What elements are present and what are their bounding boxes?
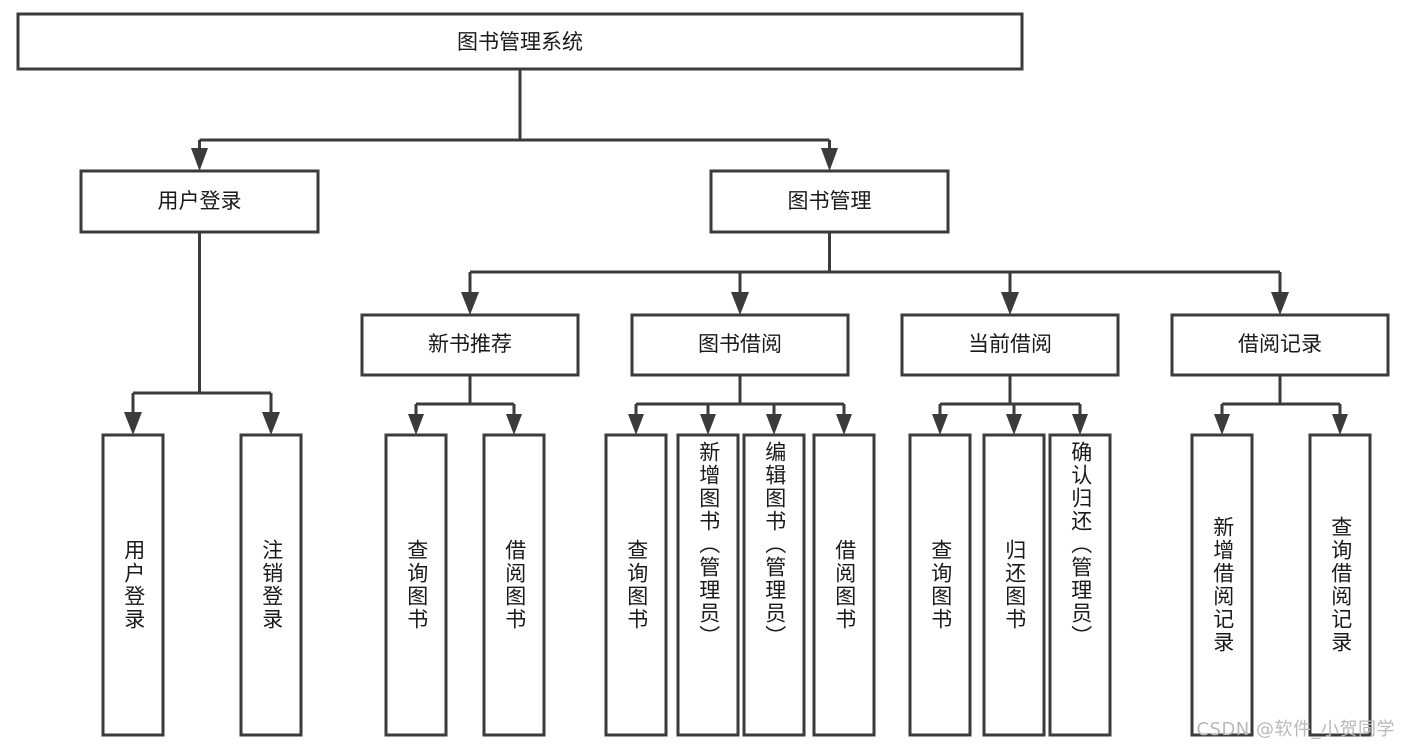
node-book-manage-rect[interactable] <box>709 169 950 234</box>
arrowhead-user-login <box>191 148 208 171</box>
node-book-manage[interactable]: 图书管理 <box>709 169 950 234</box>
arrowhead-leaf-add-book-admin <box>700 414 716 435</box>
leaf-edit-book-admin-rect[interactable] <box>742 433 806 737</box>
node-borrow-record-label: 借阅记录 <box>1238 332 1322 356</box>
arrowhead-new-book-recommend <box>461 292 479 315</box>
leaf-borrow-book-2-rect[interactable] <box>812 433 876 737</box>
connector-group-current-borrow <box>932 375 1088 435</box>
node-root-label: 图书管理系统 <box>457 30 583 54</box>
node-new-book-recommend-rect[interactable] <box>360 313 580 377</box>
arrowhead-leaf-query-book-3 <box>932 414 948 435</box>
leaf-add-borrow-record-rect[interactable] <box>1190 433 1254 737</box>
leaf-borrow-book-1-rect[interactable] <box>482 433 546 737</box>
leaf-add-book-admin-rect[interactable] <box>676 433 740 737</box>
node-user-login-label: 用户登录 <box>158 189 242 213</box>
arrowhead-leaf-query-borrow-record <box>1332 414 1348 435</box>
leaf-return-book-rect[interactable] <box>982 433 1046 737</box>
connector-group-root <box>191 69 838 171</box>
arrowhead-leaf-user-login <box>124 412 142 435</box>
arrowhead-leaf-logout-login <box>262 412 280 435</box>
node-book-borrow-rect[interactable] <box>630 313 850 377</box>
node-borrow-record-rect[interactable] <box>1170 313 1390 377</box>
node-book-manage-label: 图书管理 <box>788 189 872 213</box>
arrowhead-book-borrow <box>731 292 749 315</box>
leaf-logout-login-rect[interactable] <box>239 433 303 737</box>
node-user-login[interactable]: 用户登录 <box>79 169 320 234</box>
connector-group-book-manage <box>461 232 1289 315</box>
arrowhead-book-manage <box>821 148 838 171</box>
leaf-query-borrow-record-rect[interactable] <box>1308 433 1372 737</box>
arrowhead-leaf-edit-book-admin <box>766 414 782 435</box>
arrowhead-leaf-borrow-book-1 <box>506 414 522 435</box>
node-user-login-rect[interactable] <box>79 169 320 234</box>
node-current-borrow[interactable]: 当前借阅 <box>900 313 1120 377</box>
arrowhead-leaf-query-book-1 <box>408 414 424 435</box>
node-current-borrow-label: 当前借阅 <box>968 332 1052 356</box>
node-current-borrow-rect[interactable] <box>900 313 1120 377</box>
node-new-book-recommend-label: 新书推荐 <box>428 332 512 356</box>
node-root[interactable]: 图书管理系统 <box>16 12 1024 71</box>
arrowhead-leaf-confirm-return-admin <box>1072 414 1088 435</box>
arrowhead-leaf-borrow-book-2 <box>836 414 852 435</box>
leaf-query-book-1-rect[interactable] <box>384 433 448 737</box>
leaf-user-login-rect[interactable] <box>101 433 165 737</box>
arrowhead-leaf-return-book <box>1006 414 1022 435</box>
node-new-book-recommend[interactable]: 新书推荐 <box>360 313 580 377</box>
arrowhead-leaf-add-borrow-record <box>1214 414 1230 435</box>
connector-group-new-book-recommend <box>408 375 522 435</box>
arrowhead-borrow-record <box>1271 292 1289 315</box>
node-borrow-record[interactable]: 借阅记录 <box>1170 313 1390 377</box>
leaf-box-group <box>101 433 1372 737</box>
leaf-query-book-3-rect[interactable] <box>908 433 972 737</box>
node-book-borrow[interactable]: 图书借阅 <box>630 313 850 377</box>
leaf-confirm-return-admin-rect[interactable] <box>1048 433 1112 737</box>
csdn-watermark: CSDN @软件_小贺同学 <box>1196 719 1395 740</box>
arrowhead-current-borrow <box>1001 292 1019 315</box>
connector-group-user-login <box>124 232 280 435</box>
arrowhead-leaf-query-book-2 <box>628 414 644 435</box>
connector-group-book-borrow <box>628 375 852 435</box>
connector-group-borrow-record <box>1214 375 1348 435</box>
leaf-query-book-2-rect[interactable] <box>604 433 668 737</box>
node-book-borrow-label: 图书借阅 <box>698 332 782 356</box>
node-root-rect[interactable] <box>16 12 1024 71</box>
